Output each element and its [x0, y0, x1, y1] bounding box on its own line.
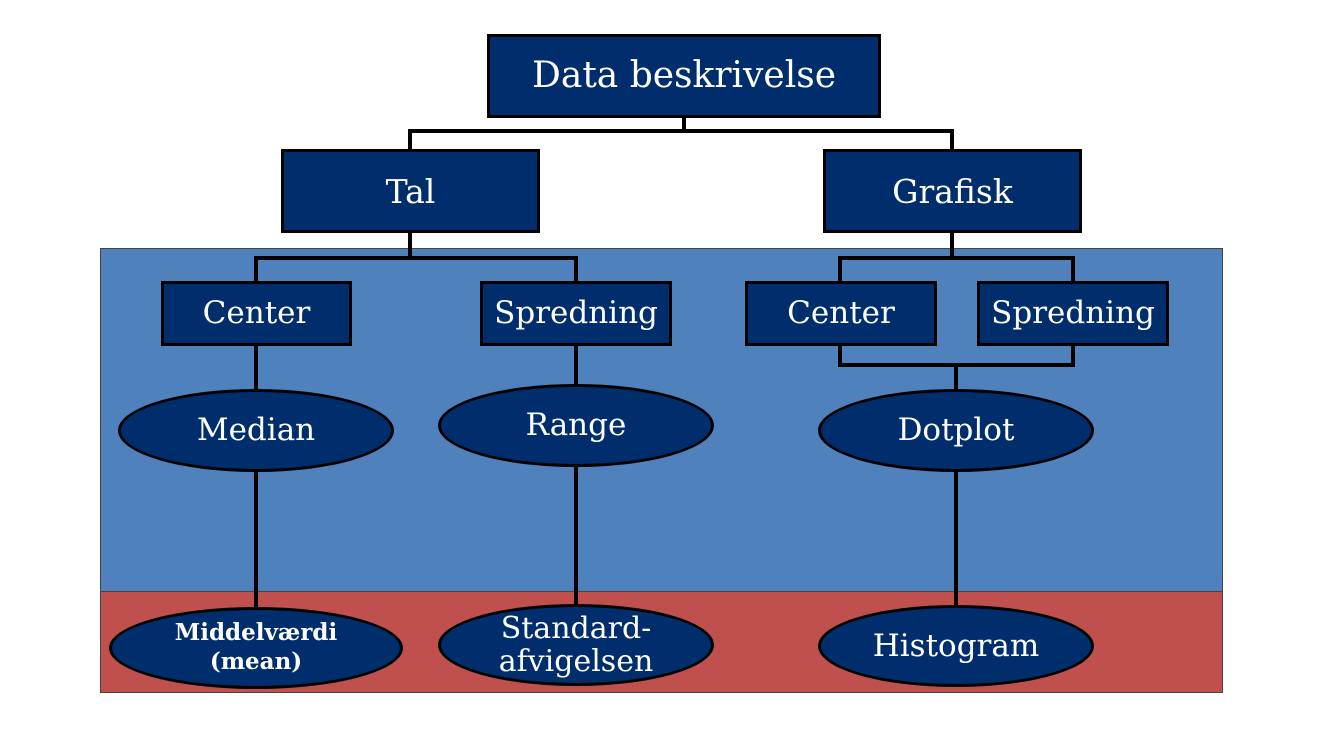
oval-dotplot: Dotplot: [818, 389, 1094, 472]
oval-standardafvigelsen: Standard- afvigelsen: [438, 604, 714, 686]
node-tal-center: Center: [161, 281, 352, 346]
node-tal-spredning: Spredning: [480, 281, 672, 346]
oval-median: Median: [118, 389, 394, 472]
oval-range: Range: [438, 384, 714, 467]
node-data-beskrivelse: Data beskrivelse: [487, 34, 881, 118]
node-label: Spredning: [494, 295, 658, 331]
node-label: Center: [202, 295, 311, 331]
connector-root-branch: [408, 129, 954, 150]
node-grafisk: Grafisk: [823, 149, 1082, 233]
node-label: Middelværdi (mean): [174, 619, 338, 675]
node-label: Dotplot: [897, 412, 1015, 448]
connector-grafisk-merge: [838, 345, 1075, 367]
node-tal: Tal: [281, 149, 540, 233]
node-label: Data beskrivelse: [532, 55, 836, 96]
oval-histogram: Histogram: [818, 605, 1094, 687]
node-label: Grafisk: [892, 171, 1013, 211]
oval-middelvaerdi: Middelværdi (mean): [109, 607, 403, 689]
node-grafisk-center: Center: [745, 281, 937, 346]
node-label: Range: [525, 407, 627, 443]
node-grafisk-spredning: Spredning: [977, 281, 1169, 346]
connector-tal-branch: [254, 256, 578, 282]
node-label: Center: [787, 295, 895, 331]
node-label: Tal: [385, 171, 436, 211]
node-label: Standard- afvigelsen: [498, 611, 654, 679]
connector-grafisk-branch: [838, 256, 1075, 282]
node-label: Spredning: [991, 295, 1155, 331]
node-label: Median: [196, 412, 316, 448]
node-label: Histogram: [872, 627, 1040, 664]
